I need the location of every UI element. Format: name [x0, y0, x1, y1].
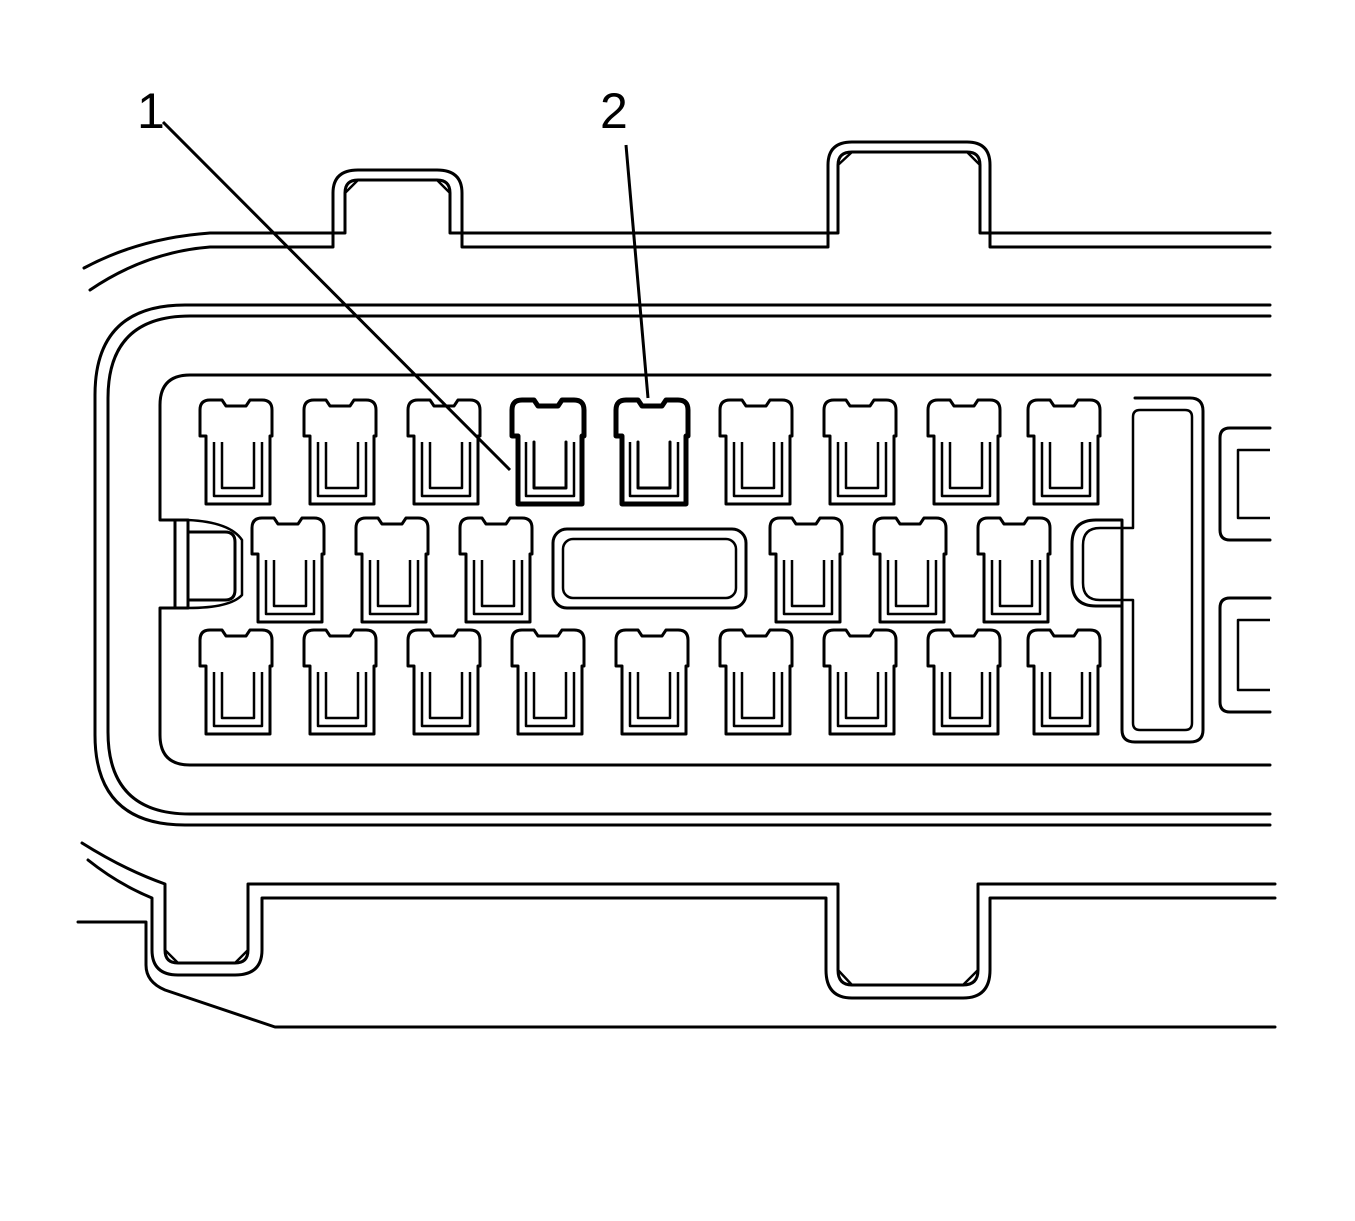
terminal-cavity — [198, 398, 274, 506]
center-slot — [551, 527, 748, 610]
terminal-cavity — [872, 516, 948, 624]
terminal-cavity — [406, 628, 482, 736]
terminal-cavity — [198, 628, 274, 736]
terminal-cavity — [926, 628, 1002, 736]
right-key-features — [1070, 396, 1272, 744]
callout-1-label: 1 — [137, 83, 165, 139]
callout-1: 1 — [137, 83, 512, 472]
callout-1-leader — [161, 120, 512, 472]
housing-bottom-edge — [76, 841, 1277, 1029]
terminal-cavity — [718, 628, 794, 736]
terminal-cavity — [926, 398, 1002, 506]
terminal-cavity — [354, 516, 430, 624]
housing-top-edge — [82, 140, 1272, 292]
terminal-cavities — [198, 397, 1102, 736]
terminal-cavity — [822, 398, 898, 506]
terminal-cavity — [302, 628, 378, 736]
housing-body — [93, 303, 1272, 827]
terminal-cavity — [768, 516, 844, 624]
terminal-cavity — [406, 398, 482, 506]
terminal-cavity — [510, 628, 586, 736]
terminal-cavity — [250, 516, 326, 624]
terminal-cavity — [614, 628, 690, 736]
terminal-cavity — [822, 628, 898, 736]
callout-2-label: 2 — [600, 83, 628, 139]
terminal-cavity — [976, 516, 1052, 624]
callout-2-leader — [624, 144, 650, 399]
side-latch — [173, 518, 244, 610]
terminal-cavity — [302, 398, 378, 506]
terminal-cavity — [718, 398, 794, 506]
callout-2: 2 — [600, 83, 650, 399]
terminal-cavity-callout-1 — [509, 397, 587, 507]
terminal-cavity — [458, 516, 534, 624]
terminal-cavity — [1026, 398, 1102, 506]
terminal-cavity — [1026, 628, 1102, 736]
terminal-cavity-callout-2 — [613, 397, 691, 507]
